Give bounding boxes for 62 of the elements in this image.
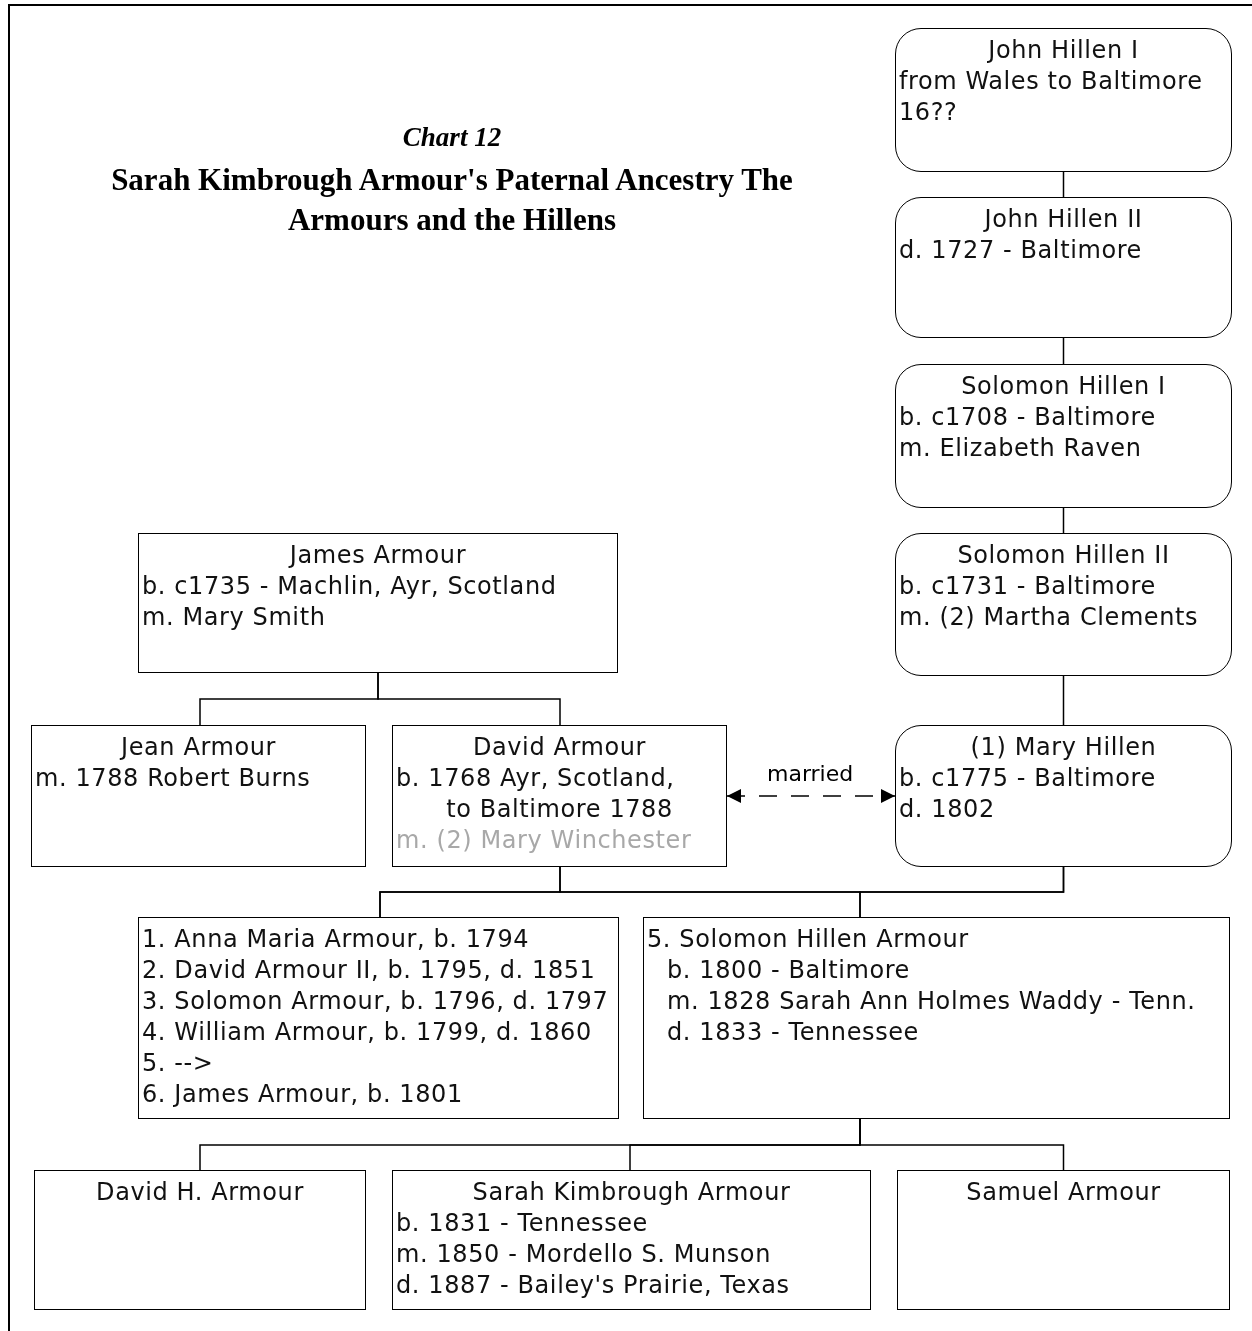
person-detail: b. c1708 - Baltimore bbox=[899, 402, 1157, 433]
connector-line bbox=[1062, 507, 1065, 534]
person-detail: 16?? bbox=[899, 97, 959, 128]
person-detail: m. 1788 Robert Burns bbox=[35, 763, 312, 794]
rounded-person-box bbox=[895, 197, 1232, 338]
person-detail: d. 1887 - Bailey's Prairie, Texas bbox=[396, 1270, 791, 1301]
connector-line bbox=[1062, 171, 1065, 198]
person-box bbox=[31, 725, 366, 867]
person-detail: d. 1727 - Baltimore bbox=[899, 235, 1143, 266]
person-detail: m. 1850 - Mordello S. Munson bbox=[396, 1239, 772, 1270]
person-detail: 2. David Armour II, b. 1795, d. 1851 bbox=[142, 955, 597, 986]
person-detail: b. 1768 Ayr, Scotland, bbox=[396, 763, 676, 794]
connector-line bbox=[1062, 337, 1065, 365]
person-detail: m. 1828 Sarah Ann Holmes Waddy - Tenn. bbox=[666, 986, 1197, 1017]
person-name: John Hillen I bbox=[986, 35, 1140, 66]
person-name: John Hillen II bbox=[982, 204, 1144, 235]
person-detail: to Baltimore 1788 bbox=[445, 794, 674, 825]
person-name: Samuel Armour bbox=[965, 1177, 1162, 1208]
person-detail: m. Elizabeth Raven bbox=[899, 433, 1143, 464]
person-detail: d. 1802 bbox=[899, 794, 996, 825]
person-name: Sarah Kimbrough Armour bbox=[471, 1177, 792, 1208]
person-box bbox=[897, 1170, 1230, 1310]
arrow bbox=[726, 789, 896, 803]
person-box bbox=[138, 917, 619, 1119]
person-name: (1) Mary Hillen bbox=[969, 732, 1158, 763]
person-detail: m. Mary Smith bbox=[142, 602, 327, 633]
person-detail: d. 1833 - Tennessee bbox=[666, 1017, 920, 1048]
connector-line bbox=[1062, 675, 1065, 726]
connector-line bbox=[859, 1118, 1065, 1171]
person-box bbox=[392, 725, 727, 867]
person-name: Solomon Hillen II bbox=[956, 540, 1171, 571]
person-box bbox=[138, 533, 618, 673]
person-box bbox=[392, 1170, 871, 1310]
rounded-person-box bbox=[895, 364, 1232, 508]
person-detail: m. (2) Martha Clements bbox=[899, 602, 1200, 633]
person-detail: 3. Solomon Armour, b. 1796, d. 1797 bbox=[142, 986, 610, 1017]
person-detail: 6. James Armour, b. 1801 bbox=[142, 1079, 464, 1110]
person-name: 1. Anna Maria Armour, b. 1794 bbox=[142, 924, 531, 955]
connector-line bbox=[859, 866, 1065, 918]
person-name: David Armour bbox=[471, 732, 648, 763]
person-name: Jean Armour bbox=[118, 732, 277, 763]
person-name: David H. Armour bbox=[95, 1177, 305, 1208]
person-detail: 5. --> bbox=[142, 1048, 215, 1079]
person-name: 5. Solomon Hillen Armour bbox=[647, 924, 970, 955]
rounded-person-box bbox=[895, 533, 1232, 676]
person-name: Solomon Hillen I bbox=[960, 371, 1167, 402]
person-detail: b. c1735 - Machlin, Ayr, Scotland bbox=[142, 571, 558, 602]
person-box bbox=[34, 1170, 366, 1310]
person-detail: from Wales to Baltimore bbox=[899, 66, 1204, 97]
chart-number: Chart 12 bbox=[401, 122, 503, 153]
rounded-person-box bbox=[895, 28, 1232, 172]
chart-title: Sarah Kimbrough Armour's Paternal Ancestry The Armours and the Hillens bbox=[110, 161, 794, 239]
person-detail: b. 1800 - Baltimore bbox=[666, 955, 911, 986]
person-detail: b. c1731 - Baltimore bbox=[899, 571, 1157, 602]
person-name: James Armour bbox=[287, 540, 468, 571]
person-detail: b. c1775 - Baltimore bbox=[899, 763, 1157, 794]
person-box bbox=[643, 917, 1230, 1119]
person-detail: m. (2) Mary Winchester bbox=[396, 825, 693, 856]
connector-line bbox=[377, 672, 561, 726]
person-detail: 4. William Armour, b. 1799, d. 1860 bbox=[142, 1017, 593, 1048]
rounded-person-box bbox=[895, 725, 1232, 867]
person-detail: b. 1831 - Tennessee bbox=[396, 1208, 649, 1239]
